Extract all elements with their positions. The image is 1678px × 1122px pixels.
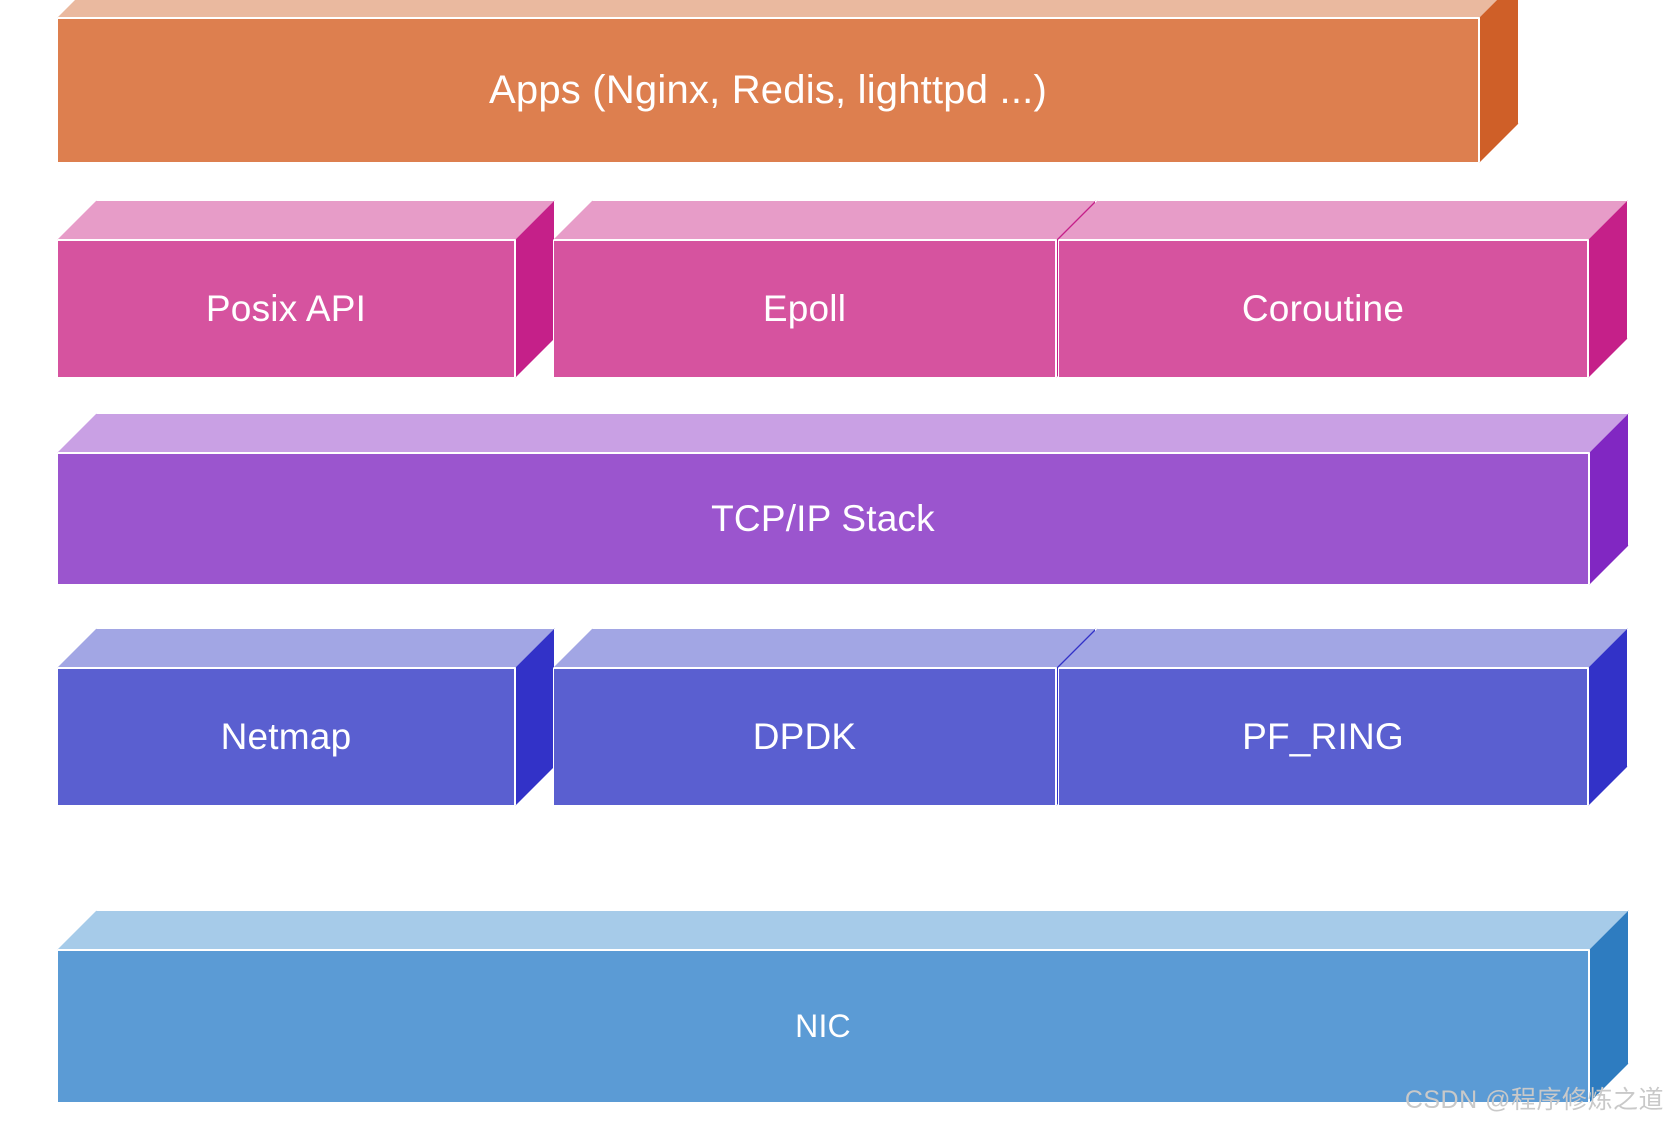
layer-box-epoll: Epoll	[553, 200, 1096, 378]
box-front-face-epoll: Epoll	[553, 240, 1056, 378]
layer-box-posix-api: Posix API	[57, 200, 555, 378]
layer-box-coroutine: Coroutine	[1058, 200, 1628, 378]
box-front-face-coroutine: Coroutine	[1058, 240, 1588, 378]
layer-label-epoll: Epoll	[762, 288, 847, 329]
layer-box-tcp-ip-stack: TCP/IP Stack	[57, 413, 1629, 585]
box-top-face-coroutine	[1058, 200, 1628, 240]
layer-label-apps: Apps (Nginx, Redis, lighttpd ...)	[489, 68, 1047, 112]
box-top-face-apps	[57, 0, 1519, 18]
box-front-face-dpdk: DPDK	[553, 668, 1056, 806]
layer-box-apps: Apps (Nginx, Redis, lighttpd ...)	[57, 0, 1519, 163]
box-top-face-posix-api	[57, 200, 555, 240]
box-front-face-posix-api: Posix API	[57, 240, 515, 378]
box-front-face-apps: Apps (Nginx, Redis, lighttpd ...)	[57, 18, 1479, 163]
box-top-face-pf-ring	[1058, 628, 1628, 668]
layer-box-nic: NIC	[57, 910, 1629, 1103]
layer-label-nic: NIC	[795, 1008, 851, 1044]
box-front-face-pf-ring: PF_RING	[1058, 668, 1588, 806]
layer-box-pf-ring: PF_RING	[1058, 628, 1628, 806]
box-front-face-nic: NIC	[57, 950, 1589, 1103]
box-top-face-epoll	[553, 200, 1096, 240]
layer-box-dpdk: DPDK	[553, 628, 1096, 806]
layer-label-coroutine: Coroutine	[1241, 288, 1405, 329]
box-top-face-netmap	[57, 628, 555, 668]
box-top-face-nic	[57, 910, 1629, 950]
box-side-face-apps	[1479, 0, 1519, 163]
box-top-face-dpdk	[553, 628, 1096, 668]
layer-label-posix-api: Posix API	[205, 288, 367, 329]
layer-label-dpdk: DPDK	[752, 716, 857, 757]
layer-box-netmap: Netmap	[57, 628, 555, 806]
csdn-watermark: CSDN @程序修炼之道	[1404, 1086, 1664, 1114]
box-front-face-netmap: Netmap	[57, 668, 515, 806]
box-top-face-tcp-ip-stack	[57, 413, 1629, 453]
box-front-face-tcp-ip-stack: TCP/IP Stack	[57, 453, 1589, 585]
layer-label-pf-ring: PF_RING	[1242, 716, 1404, 757]
layer-label-netmap: Netmap	[220, 716, 352, 757]
layer-label-tcp-ip-stack: TCP/IP Stack	[711, 498, 935, 539]
